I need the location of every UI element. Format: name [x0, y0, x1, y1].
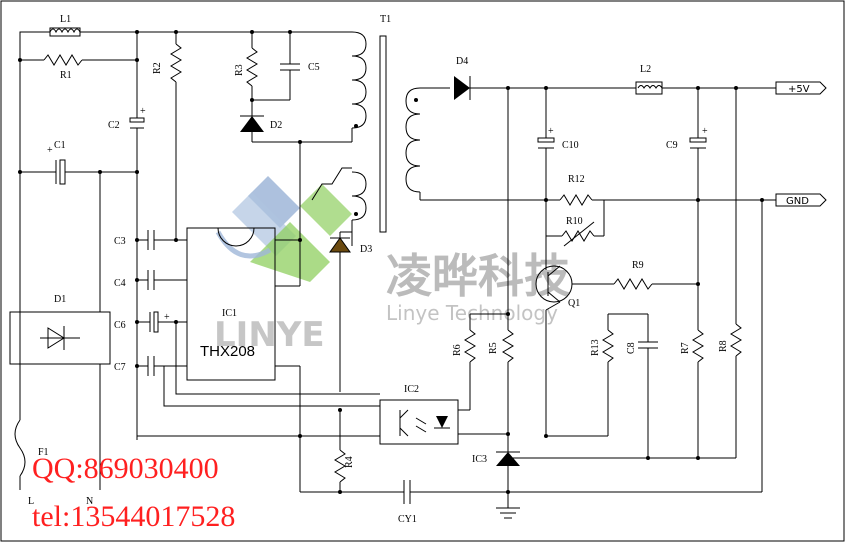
label-ic1: IC1: [222, 308, 237, 319]
label-r9: R9: [632, 260, 644, 271]
company-name-en: Linye Technology: [386, 301, 558, 325]
inductor-l1: [49, 27, 81, 37]
label-d4: D4: [456, 56, 468, 67]
logo-text: LINYE: [214, 315, 325, 355]
company-name-cn: 凌晔科技: [386, 249, 570, 303]
label-d1: D1: [54, 294, 66, 305]
label-r10: R10: [566, 216, 583, 227]
snubber-section: + C2 R2 R3 C5 D2: [108, 30, 320, 440]
label-n: N: [86, 496, 93, 507]
label-r7: R7: [680, 342, 691, 354]
label-plus-c10: +: [548, 126, 554, 137]
label-c9: C9: [666, 140, 678, 151]
label-gnd: GND: [786, 196, 809, 207]
terminal-gnd: [775, 193, 827, 207]
label-plus-c9: +: [702, 126, 708, 137]
label-r3: R3: [234, 64, 245, 76]
transformer-t1: T1: [300, 14, 450, 246]
label-r8: R8: [718, 340, 729, 352]
label-c1: C1: [54, 140, 66, 151]
label-l1: L1: [60, 14, 71, 25]
ground-symbol-icon: [496, 507, 520, 519]
label-plus-c6: +: [164, 312, 170, 323]
linye-logo: LINYE: [214, 176, 352, 355]
label-c4: C4: [114, 278, 126, 289]
output-section: D4 L2 +5V R12 GND + C10 +: [420, 56, 827, 519]
optocoupler-ic2: IC2: [338, 384, 508, 445]
contact-tel: tel:13544017528: [32, 500, 235, 533]
ic1-body: [186, 227, 276, 381]
diode-d3: D3: [329, 231, 372, 392]
label-r6: R6: [452, 344, 463, 356]
label-c6: C6: [114, 320, 126, 331]
label-ic2: IC2: [404, 384, 419, 395]
bridge-d1-body: [9, 311, 111, 365]
ic1-part-number: THX208: [200, 343, 255, 360]
label-ic3: IC3: [472, 454, 487, 465]
ic2-body: [379, 399, 459, 445]
label-r1: R1: [60, 70, 72, 81]
label-r4: R4: [344, 456, 355, 468]
label-t1: T1: [380, 14, 391, 25]
label-c8: C8: [626, 342, 637, 354]
label-plus-c2: +: [140, 106, 146, 117]
label-5v: +5V: [788, 84, 810, 95]
contact-qq: QQ:869030400: [32, 452, 219, 485]
label-l2: L2: [640, 64, 651, 75]
input-section: L1 R1 + C1 D1 F1 L N: [9, 14, 352, 507]
label-q1: Q1: [568, 298, 580, 309]
label-d3: D3: [360, 244, 372, 255]
label-plus-c1: +: [47, 145, 53, 156]
label-r12: R12: [568, 174, 585, 185]
label-l: L: [28, 496, 34, 507]
ic1-thx208: IC1 THX208 C3 C4 + C6: [114, 142, 380, 492]
label-r5: R5: [488, 342, 499, 354]
lower-section: R4 CY1: [137, 410, 508, 525]
label-f1: F1: [38, 447, 49, 458]
watermark: LINYE 凌晔科技 Linye Technology: [214, 176, 570, 355]
label-c10: C10: [562, 140, 579, 151]
label-c3: C3: [114, 236, 126, 247]
label-r13: R13: [590, 339, 601, 356]
label-r2: R2: [152, 62, 163, 74]
label-c7: C7: [114, 362, 126, 373]
contact-info: QQ:869030400 tel:13544017528: [32, 452, 235, 533]
label-c5: C5: [308, 62, 320, 73]
label-cy1: CY1: [398, 514, 417, 525]
label-c2: C2: [108, 120, 120, 131]
terminal-5v: [775, 81, 827, 95]
label-d2: D2: [270, 120, 282, 131]
